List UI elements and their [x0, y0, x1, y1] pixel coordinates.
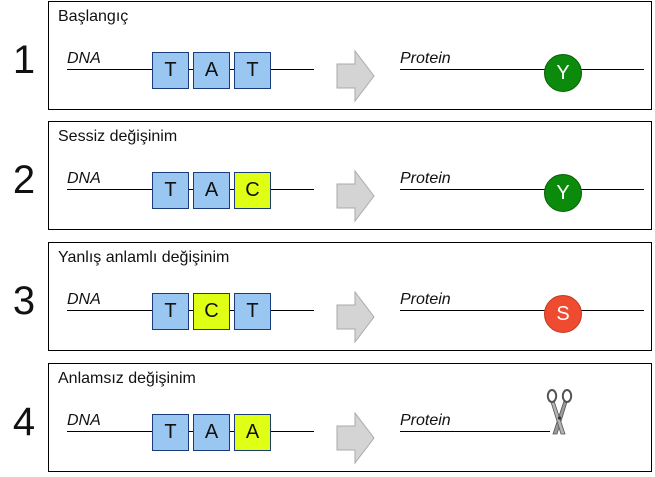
- codon-base: T: [152, 293, 189, 330]
- codon-base: A: [234, 414, 271, 451]
- mutation-panel: Yanlış anlamlı değişinim DNA T C T Prote…: [48, 242, 652, 351]
- dna-label: DNA: [67, 291, 101, 308]
- protein-line: [400, 431, 550, 432]
- amino-acid-circle: Y: [544, 174, 582, 212]
- codon-base: T: [234, 52, 271, 89]
- mutation-panel: Başlangıç DNA T A T Protein Y: [48, 1, 652, 110]
- dna-label: DNA: [67, 412, 101, 429]
- translation-arrow-icon: [336, 170, 375, 222]
- protein-line: [400, 69, 644, 70]
- dna-label: DNA: [67, 50, 101, 67]
- panel-title: Sessiz değişinim: [58, 128, 178, 145]
- mutation-panel: Anlamsız değişinim DNA T A A Protein: [48, 363, 652, 472]
- amino-acid-circle: S: [544, 295, 582, 333]
- dna-strand-line: [67, 69, 314, 70]
- panel-title: Anlamsız değişinim: [58, 370, 196, 387]
- codon-base: T: [152, 414, 189, 451]
- protein-label: Protein: [400, 412, 451, 429]
- dna-strand-line: [67, 310, 314, 311]
- translation-arrow-icon: [336, 412, 375, 464]
- protein-line: [400, 189, 644, 190]
- panel-title: Yanlış anlamlı değişinim: [58, 249, 230, 266]
- row-number: 1: [12, 38, 36, 82]
- row-number: 4: [12, 400, 36, 444]
- dna-strand-line: [67, 189, 314, 190]
- dna-strand-line: [67, 431, 314, 432]
- row-number: 2: [12, 158, 36, 202]
- panel-title: Başlangıç: [58, 8, 129, 25]
- codon-base: T: [234, 293, 271, 330]
- row-number: 3: [12, 279, 36, 323]
- translation-arrow-icon: [336, 291, 375, 343]
- codon-base: T: [152, 172, 189, 209]
- codon-base: T: [152, 52, 189, 89]
- codon-base: A: [193, 414, 230, 451]
- codon-base: A: [193, 172, 230, 209]
- protein-line: [400, 310, 644, 311]
- codon-base: A: [193, 52, 230, 89]
- protein-label: Protein: [400, 291, 451, 308]
- protein-label: Protein: [400, 170, 451, 187]
- codon-base: C: [234, 172, 271, 209]
- mutation-panel: Sessiz değişinim DNA T A C Protein Y: [48, 121, 652, 230]
- translation-arrow-icon: [336, 50, 375, 102]
- protein-label: Protein: [400, 50, 451, 67]
- scissors-icon: [546, 389, 573, 435]
- dna-label: DNA: [67, 170, 101, 187]
- amino-acid-circle: Y: [544, 54, 582, 92]
- codon-base: C: [193, 293, 230, 330]
